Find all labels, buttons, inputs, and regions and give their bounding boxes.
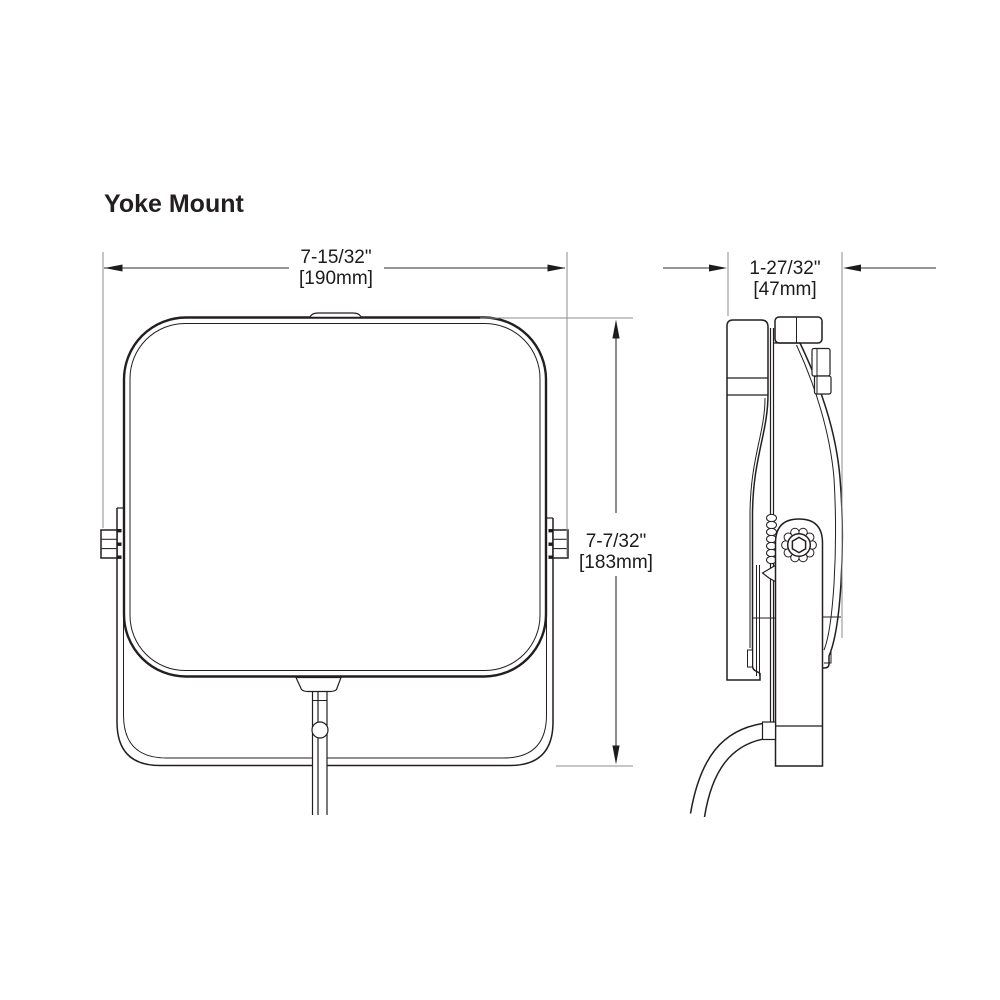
height-mm-label: [183mm] bbox=[579, 552, 653, 573]
stem-pivot-hole bbox=[311, 721, 329, 739]
side-front-arm bbox=[726, 319, 769, 681]
width-mm-label: [190mm] bbox=[299, 268, 373, 289]
fixture-body bbox=[122, 312, 548, 678]
tilt-knob bbox=[781, 527, 817, 563]
fixture-outline-outer bbox=[122, 316, 548, 678]
depth-inches-label: 1-27/32" bbox=[749, 258, 820, 279]
yoke-knob-left bbox=[100, 529, 122, 559]
dimension-height: 7-7/32" [183mm] bbox=[480, 317, 653, 767]
dimension-width: 7-15/32" [190mm] bbox=[102, 247, 568, 556]
top-handle-tab bbox=[309, 312, 362, 318]
cable-gland bbox=[761, 721, 777, 741]
front-view bbox=[100, 312, 569, 815]
bottom-stem bbox=[295, 676, 342, 815]
side-back-housing bbox=[796, 342, 844, 669]
side-clip bbox=[747, 649, 753, 668]
back-clip-lower bbox=[813, 375, 832, 395]
seam-lines bbox=[752, 616, 841, 619]
hinge-arm bbox=[774, 518, 824, 767]
width-inches-label: 7-15/32" bbox=[300, 247, 371, 268]
yoke-bracket bbox=[116, 507, 554, 767]
top-junction-box bbox=[773, 316, 823, 344]
height-inches-label: 7-7/32" bbox=[586, 531, 647, 552]
fixture-outline-inner bbox=[129, 323, 541, 671]
depth-mm-label: [47mm] bbox=[753, 279, 816, 300]
cable-assembly bbox=[689, 721, 823, 818]
mount-knuckle bbox=[295, 676, 342, 693]
cable-outer bbox=[689, 722, 763, 814]
yoke-knob-right bbox=[548, 529, 569, 559]
hex-socket bbox=[791, 536, 807, 554]
lock-tab bbox=[761, 563, 777, 584]
cable-inner bbox=[703, 738, 763, 818]
dimension-depth: 1-27/32" [47mm] bbox=[663, 252, 936, 638]
side-view bbox=[689, 316, 844, 818]
back-clip-upper bbox=[811, 347, 831, 377]
page-title: Yoke Mount bbox=[104, 190, 244, 218]
tilt-serrations bbox=[761, 513, 777, 584]
